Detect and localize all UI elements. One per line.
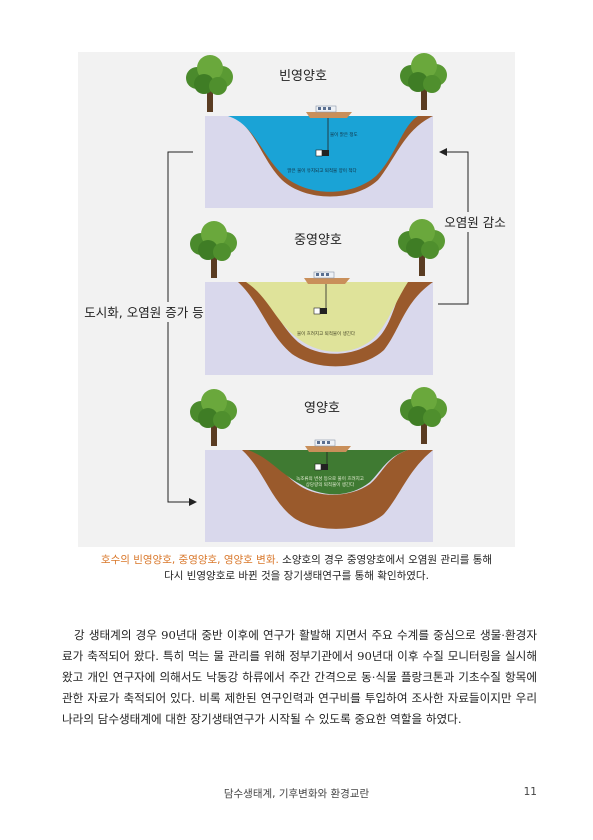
caption-highlight: 호수의 빈영양호, 중영양호, 영양호 변화.	[100, 554, 279, 566]
body-paragraph-text: 강 생태계의 경우 90년대 중반 이후에 연구가 활발해 지면서 주요 수계를…	[62, 628, 537, 726]
right-arrow: 오염원 감소	[438, 148, 510, 305]
panel-label-eutrophic-1: 녹조류의 번성 등으로 물이 흐려지고	[296, 475, 364, 482]
sediment-oligotrophic	[205, 116, 433, 197]
panel-label-eutrophic-2: 상당량의 퇴적물이 생긴다	[306, 481, 355, 488]
footer-title: 담수생태계, 기후변화와 환경교란	[223, 788, 370, 800]
caption-line-1: 호수의 빈영양호, 중영양호, 영양호 변화. 소양호의 경우 중영양호에서 오…	[60, 552, 533, 568]
panel-label-oligotrophic-2: 맑은 물이 유지되고 퇴적물 양이 적다	[287, 167, 357, 174]
left-arrow: 도시화, 오염원 증가 등	[84, 151, 204, 506]
panel-title-mesotrophic: 중영양호	[294, 233, 342, 248]
caption-line-1-rest: 소양호의 경우 중영양호에서 오염원 관리를 통해	[278, 554, 493, 566]
page-number: 11	[523, 786, 537, 798]
panel-label-mesotrophic-1: 물이 흐려지고 퇴적물이 생긴다	[297, 330, 356, 337]
sediment-eutrophic	[205, 450, 433, 529]
water-eutrophic	[248, 450, 408, 495]
panel-eutrophic: 영양호 녹조류의 번성 등으로 물이 흐려지고 상당량의 퇴적물이 생긴다	[190, 387, 447, 542]
panel-title-oligotrophic: 빈영양호	[279, 69, 327, 84]
sediment-mesotrophic	[205, 282, 433, 367]
panel-mesotrophic: 중영양호 물이 흐려지고 퇴적물이 생긴다	[190, 219, 445, 375]
panel-label-oligotrophic-1: 물이 맑은 정도	[330, 131, 358, 138]
caption-line-2: 다시 빈영양호로 바뀐 것을 장기생태연구를 통해 확인하였다.	[164, 570, 429, 582]
water-mesotrophic	[246, 282, 408, 352]
figure-caption: 호수의 빈영양호, 중영양호, 영양호 변화. 소양호의 경우 중영양호에서 오…	[60, 552, 533, 584]
body-paragraph: 강 생태계의 경우 90년대 중반 이후에 연구가 활발해 지면서 주요 수계를…	[62, 625, 537, 730]
lake-trophic-figure: 빈영양호 물이 맑은 정도 맑은 물이 유지되고 퇴적물 양이 적다 중영양호	[78, 52, 515, 547]
right-arrow-label: 오염원 감소	[444, 215, 505, 230]
panel-title-eutrophic: 영양호	[304, 401, 340, 416]
left-arrow-label: 도시화, 오염원 증가 등	[84, 305, 203, 320]
panel-oligotrophic: 빈영양호 물이 맑은 정도 맑은 물이 유지되고 퇴적물 양이 적다	[186, 53, 447, 208]
